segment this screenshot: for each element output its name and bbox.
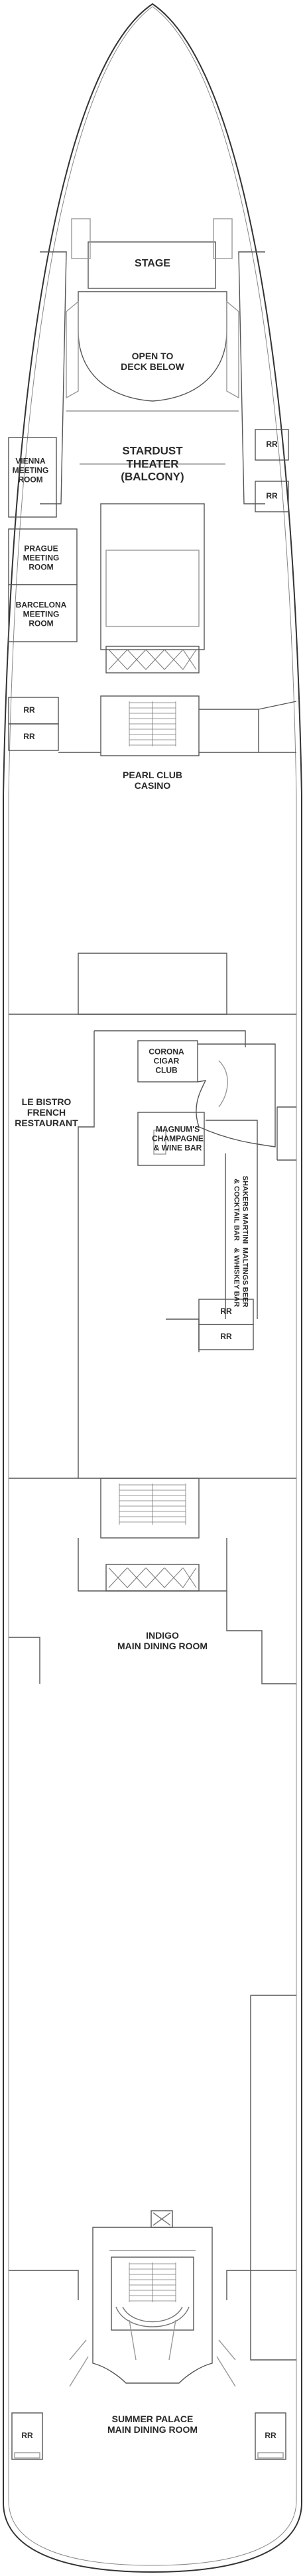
restroom-box (255, 2412, 286, 2460)
restroom-label: RR (265, 2431, 276, 2441)
restroom-label: RR (220, 1332, 232, 1342)
restroom-label: RR (23, 732, 35, 742)
ship-hull (3, 3, 302, 2573)
restroom-box (255, 481, 289, 512)
restroom-label: RR (266, 439, 278, 449)
vienna-meeting-room-label: VIENNA MEETING ROOM (12, 456, 49, 484)
cigar-lounge-curve (196, 1043, 276, 1147)
theater-rear (100, 503, 205, 650)
restroom-box (8, 723, 59, 751)
stardust-theater-label: STARDUST THEATER (BALCONY) (121, 444, 184, 483)
magnums-bar-box (137, 1112, 205, 1166)
midship-exits (105, 1564, 200, 1592)
maltings-bar-label: MALTINGS BEER & WHISKEY BAR (233, 1247, 249, 1308)
vienna-meeting-room-box (8, 437, 57, 518)
restroom-label: RR (266, 491, 278, 501)
restroom-label: RR (23, 705, 35, 715)
barcelona-meeting-room-label: BARCELONA MEETING ROOM (15, 600, 67, 628)
corona-cigar-club-label: CORONA CIGAR CLUB (149, 1047, 184, 1075)
shakers-bar-label: SHAKERS MARTINI & COCKTAIL BAR (233, 1175, 249, 1244)
prague-meeting-room-label: PRAGUE MEETING ROOM (23, 544, 60, 571)
magnums-bar-label: MAGNUM'S CHAMPAGNE & WINE BAR (152, 1124, 204, 1152)
indigo-dining-room-label: INDIGO MAIN DINING ROOM (117, 1629, 208, 1651)
pearl-club-casino-label: PEARL CLUB CASINO (123, 769, 182, 791)
restroom-box (255, 429, 289, 461)
restroom-box (11, 2412, 43, 2460)
midship-stairs (100, 1478, 200, 1539)
restroom-label: RR (220, 1307, 232, 1317)
theater-opening (78, 291, 227, 402)
open-to-deck-below-label: OPEN TO DECK BELOW (121, 350, 184, 372)
summer-palace-entry (92, 2227, 213, 2384)
restroom-label: RR (21, 2431, 33, 2441)
corona-cigar-club-box (137, 1040, 198, 1083)
barcelona-meeting-room-box (8, 584, 78, 642)
stage-label: STAGE (135, 257, 170, 269)
casino-stairs (100, 695, 200, 756)
stage-area (88, 241, 216, 289)
restroom-box (198, 1324, 254, 1350)
summer-palace-dining-room-label: SUMMER PALACE MAIN DINING ROOM (107, 2413, 198, 2435)
theater-exits (105, 646, 200, 673)
le-bistro-label: LE BISTRO FRENCH RESTAURANT (15, 1096, 78, 1129)
